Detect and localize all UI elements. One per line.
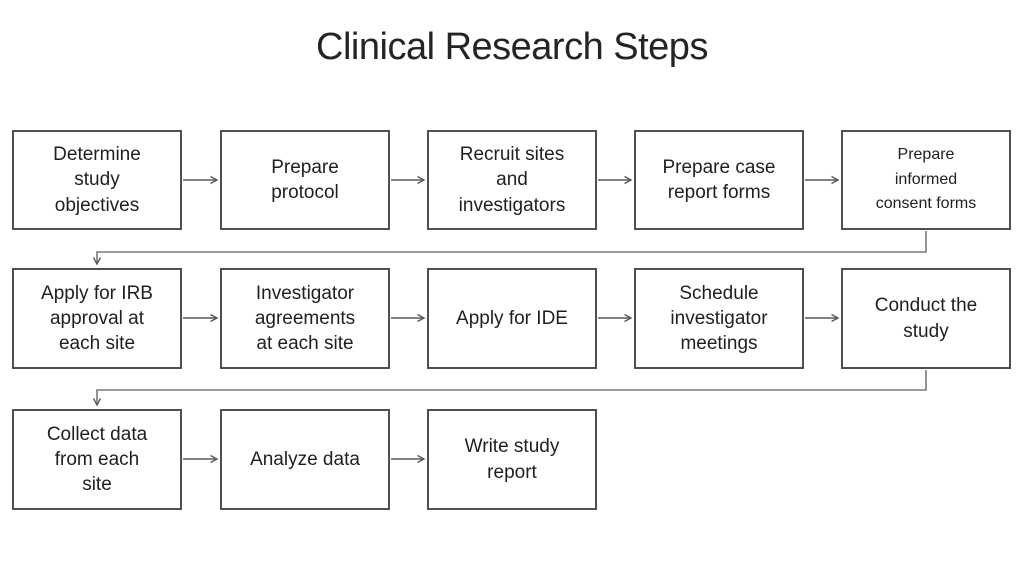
elbow-connector-row2-to-row3 — [92, 370, 927, 407]
flow-box-prepare-case-report-forms: Prepare case report forms — [634, 130, 804, 230]
flow-box-apply-for-ide: Apply for IDE — [427, 268, 597, 369]
flow-box-analyze-data: Analyze data — [220, 409, 390, 510]
elbow-connector-row1-to-row2 — [92, 231, 927, 266]
slide-title: Clinical Research Steps — [316, 26, 708, 68]
flow-box-prepare-protocol: Prepare protocol — [220, 130, 390, 230]
flow-box-conduct-the-study: Conduct the study — [841, 268, 1011, 369]
flow-box-prepare-informed-consent-forms: Prepare informed consent forms — [841, 130, 1011, 230]
flow-box-write-study-report: Write study report — [427, 409, 597, 510]
flow-box-apply-for-irb-approval: Apply for IRB approval at each site — [12, 268, 182, 369]
flow-box-schedule-investigator-meetings: Schedule investigator meetings — [634, 268, 804, 369]
flow-box-investigator-agreements: Investigator agreements at each site — [220, 268, 390, 369]
flow-box-recruit-sites-and-investigators: Recruit sites and investigators — [427, 130, 597, 230]
flow-box-collect-data-from-each-site: Collect data from each site — [12, 409, 182, 510]
flow-box-determine-study-objectives: Determine study objectives — [12, 130, 182, 230]
